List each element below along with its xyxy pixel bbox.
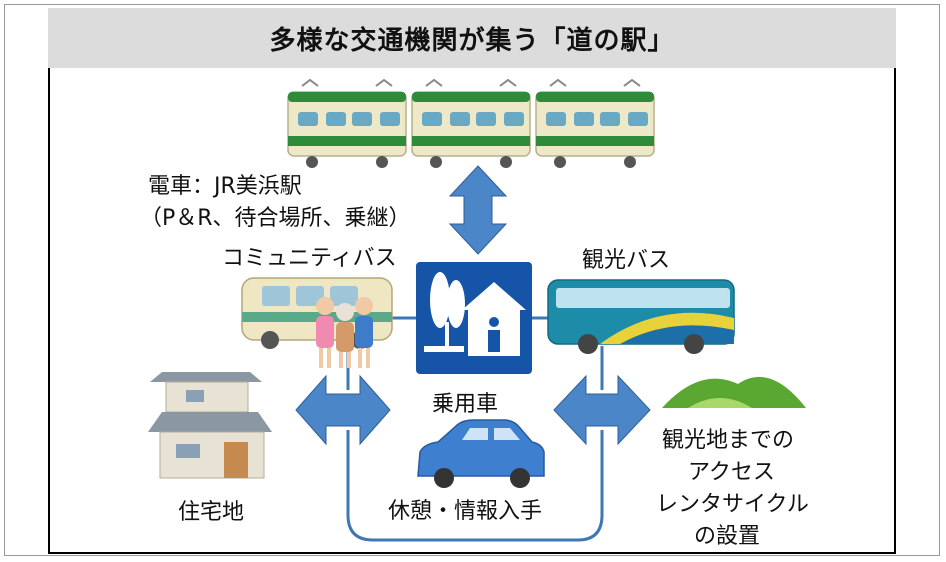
community-bus-illustration — [241, 277, 393, 349]
rest-label: 休憩・情報入手 — [388, 499, 543, 524]
car-label: 乗用車 — [432, 392, 499, 417]
housing-label: 住宅地 — [178, 500, 245, 525]
tourism-label-line4: の設置 — [694, 524, 761, 549]
tourism-label-line2: アクセス — [688, 460, 775, 485]
train-illustration — [287, 79, 655, 169]
hills-illustration — [662, 376, 806, 408]
train-label-line1: 電車：JR美浜駅 — [148, 174, 302, 199]
tour-bus-label: 観光バス — [582, 248, 671, 273]
tour-bus-illustration — [547, 279, 735, 354]
car-illustration — [417, 419, 545, 488]
train-station-arrow — [448, 165, 508, 255]
tourism-label-line3: レンタサイクル — [656, 492, 809, 517]
train-label-line2: （P＆R、待合場所、乗継） — [140, 206, 411, 231]
michinoeki-icon — [416, 262, 532, 374]
page-title: 多様な交通機関が集う「道の駅」 — [269, 25, 675, 56]
people-illustration — [316, 297, 373, 368]
tourism-label-line1: 観光地までの — [662, 428, 795, 453]
house-illustration — [148, 372, 272, 479]
outer-frame — [4, 4, 940, 556]
right-double-arrow — [553, 374, 651, 446]
community-bus-label: コミュニティバス — [222, 246, 397, 271]
left-double-arrow — [295, 374, 391, 446]
diagram-box — [48, 68, 896, 554]
title-bar: 多様な交通機関が集う「道の駅」 — [48, 8, 896, 68]
